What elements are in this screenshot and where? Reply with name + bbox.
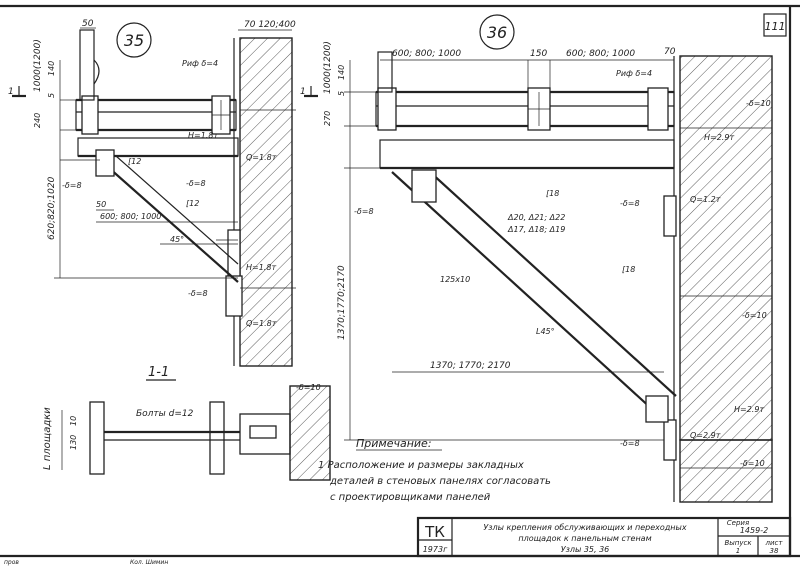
section-1-1-bolts: Болты d=12	[136, 409, 194, 419]
note-36-plate-right: -δ=8	[620, 199, 640, 208]
wall-35	[239, 37, 293, 367]
detail-36-label: 36	[487, 23, 507, 42]
section-mark-36: 1	[300, 87, 306, 97]
detail-35-circle	[116, 22, 152, 58]
note-35-plate-mid: -δ=8	[186, 179, 206, 188]
detail-35: 35 50	[8, 19, 296, 367]
dim-36-left-140: 140	[337, 65, 346, 80]
note-35-plate-left: -δ=8	[62, 181, 82, 190]
note-36-q-bottom: Q=2.9т	[690, 431, 721, 440]
footer-left: пров	[4, 559, 19, 566]
dim-36-top-spans: 600; 800; 1000	[392, 49, 461, 59]
section-mark-35: 1	[8, 87, 14, 97]
title-line-1: Узлы крепления обслуживающих и переходны…	[483, 523, 686, 532]
note-36-plate-bottom-2: -δ=10	[740, 459, 765, 468]
notes-line-3: с проектировщиками панелей	[330, 492, 491, 503]
note-35-h-bottom: H=1.8т	[246, 263, 276, 272]
title-block: ТК 1973г Узлы крепления обслуживающих и …	[416, 516, 792, 558]
sheet-frame: 1 1 1	[0, 4, 800, 558]
dim-35-top-wall: 70 120;400	[244, 20, 296, 30]
note-36-bars: Δ20, Δ21; Δ22	[507, 213, 565, 222]
note-36-plate-bottom: -δ=8	[620, 439, 640, 448]
note-36-h-top: H=2.9т	[704, 133, 734, 142]
note-36-angle-45: L45°	[536, 327, 555, 336]
dim-36-left-270: 270	[323, 111, 332, 126]
notes-line-1: 1 Расположение и размеры закладных	[318, 460, 524, 471]
dim-35-left-main: 620;820;1020	[47, 176, 57, 240]
detail-36-circle	[479, 14, 515, 50]
note-35-rif: Риф δ=4	[182, 59, 218, 68]
dim-35-angle: 45°	[170, 235, 184, 244]
section-1-1-label: 1-1	[148, 365, 169, 380]
dim-36-bottom-span: 1370; 1770; 2170	[430, 361, 511, 371]
sheet-value: 38	[770, 547, 779, 555]
note-36-q-top: Q=1.2т	[690, 195, 721, 204]
note-36-plate-mid: -δ=10	[742, 311, 767, 320]
dim-36-top-spans-2: 600; 800; 1000	[566, 49, 635, 59]
dim-35-left-240: 240	[33, 113, 42, 128]
dim-36-top-70: 70	[664, 47, 676, 57]
notes-line-2: деталей в стеновых панелях согласовать	[329, 476, 551, 487]
note-36-channel-top: [18	[546, 189, 559, 198]
series-value: 1459-2	[740, 526, 768, 535]
dim-35-50: 50	[96, 200, 106, 209]
dim-36-left-height: 1000(1200)	[323, 41, 333, 94]
title-code: ТК	[424, 523, 445, 541]
dim-35-left-5: 5	[47, 93, 56, 98]
dim-36-left-main: 1370;1770;2170	[337, 265, 347, 340]
detail-36: 36	[300, 14, 773, 503]
note-36-rif: Риф δ=4	[616, 69, 652, 78]
section-1-1-axis: L площадки	[42, 407, 53, 470]
section-1-1-dim-130: 130	[69, 435, 78, 450]
dim-35-top-50: 50	[82, 19, 94, 29]
section-1-1-dim-10: 10	[69, 416, 78, 426]
section-1-1-plate: -δ=10	[296, 383, 321, 392]
detail-35-label: 35	[124, 31, 144, 50]
note-36-plate-top: -δ=10	[746, 99, 771, 108]
notes-heading: Примечание:	[356, 437, 432, 450]
note-35-h-force: H=1.8т	[188, 131, 218, 140]
note-35-channel-b: [12	[186, 199, 199, 208]
series-label: Серия	[727, 519, 749, 527]
note-35-q-top: Q=1.8т	[246, 153, 277, 162]
note-36-bars-2: Δ17, Δ18; Δ19	[507, 225, 565, 234]
note-35-plate-bottom: -δ=8	[188, 289, 208, 298]
note-36-h-bottom: H=2.9т	[734, 405, 764, 414]
title-line-3: Узлы 35, 36	[561, 545, 610, 554]
note-36-channel-side: [18	[622, 265, 635, 274]
sheet-label: лист	[765, 539, 784, 547]
dim-35-left-140: 140	[47, 61, 56, 76]
title-year: 1973г	[423, 545, 448, 554]
footer-mid: Кол. Шимин	[130, 559, 168, 566]
dim-36-top-150: 150	[530, 49, 547, 59]
issue-value: 1	[736, 547, 740, 555]
sheet-number: 111	[765, 20, 786, 33]
note-35-q-bottom: Q=1.8т	[246, 319, 277, 328]
note-36-angle-steel: 125х10	[440, 275, 470, 284]
footer: пров Кол. Шимин	[4, 559, 168, 566]
wall-36	[679, 55, 773, 441]
dim-35-left-height: 1000(1200)	[33, 39, 43, 92]
note-35-channel-a: [12	[128, 157, 141, 166]
notes-block: Примечание: 1 Расположение и размеры зак…	[318, 437, 551, 503]
issue-label: Выпуск	[724, 539, 752, 547]
dim-36-left-5: 5	[337, 91, 346, 96]
section-1-1: 1-1 Болты d=12 10 130 -δ=10 L площадки	[42, 365, 331, 481]
note-36-plate-left: -δ=8	[354, 207, 374, 216]
dim-35-span: 600; 800; 1000	[100, 212, 161, 221]
title-line-2: площадок к панельным стенам	[518, 534, 651, 543]
